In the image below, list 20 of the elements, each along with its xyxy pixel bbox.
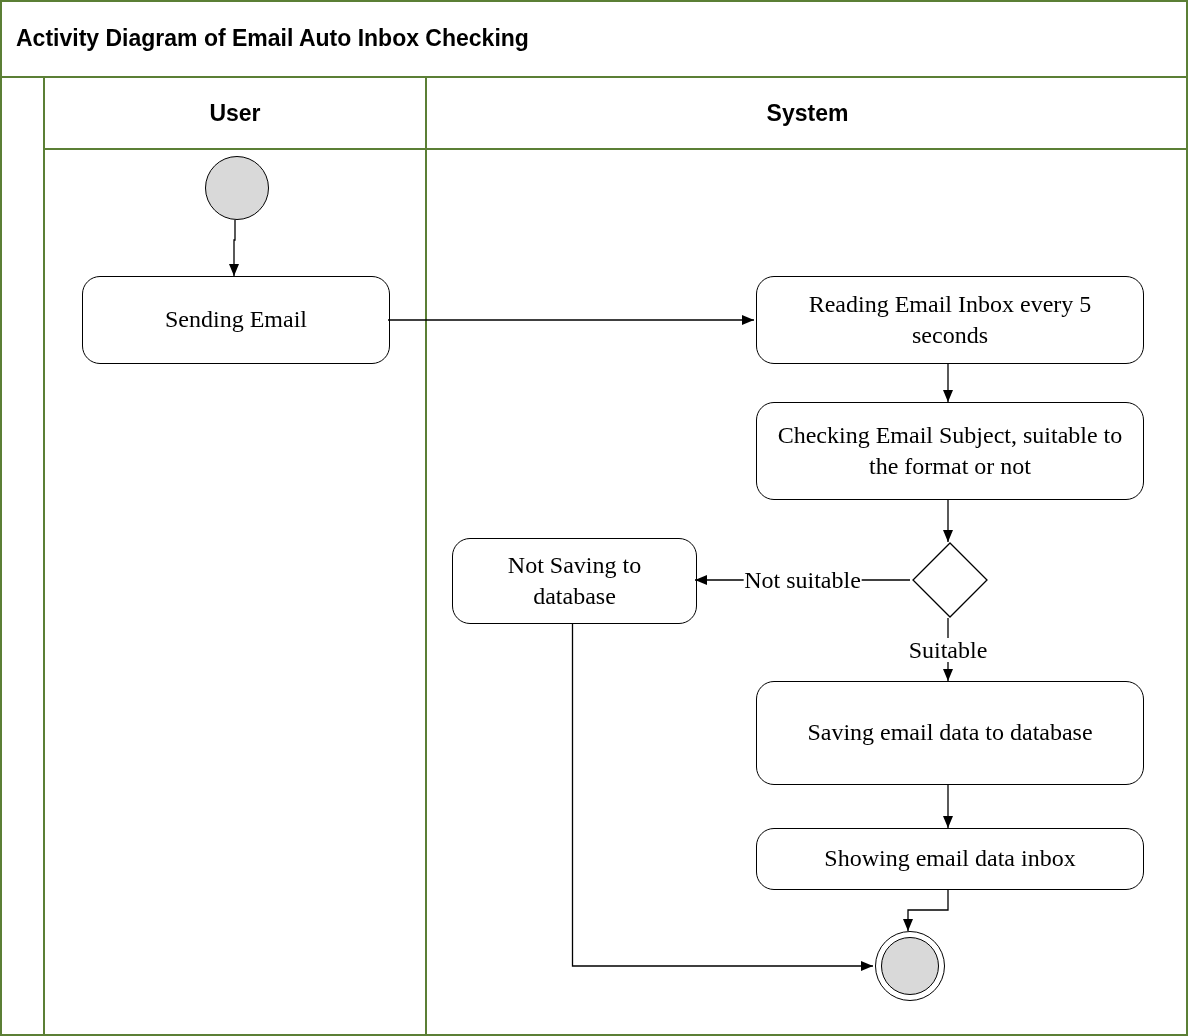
- swimlane: [425, 78, 1188, 1036]
- activity-box: Checking Email Subject, suitable to the format or not: [756, 402, 1144, 500]
- activity-box: Saving email data to database: [756, 681, 1144, 785]
- flow-arrow: [571, 623, 874, 971]
- flow-arrow: [229, 219, 239, 277]
- diagram-title: Activity Diagram of Email Auto Inbox Checking: [16, 23, 529, 53]
- activity-box: Not Saving to database: [452, 538, 697, 624]
- flow-arrow: [943, 363, 953, 403]
- flow-arrow: [387, 315, 755, 325]
- activity-box: Sending Email: [82, 276, 390, 364]
- activity-box: Reading Email Inbox every 5 seconds: [756, 276, 1144, 364]
- decision-diamond: [912, 542, 988, 618]
- flow-arrow: [943, 499, 953, 543]
- lane-header: User: [209, 98, 261, 128]
- flow-arrow: [903, 889, 949, 932]
- lane-header: System: [766, 98, 849, 128]
- swimlane: [43, 78, 425, 1036]
- edge-label: Suitable: [907, 637, 989, 662]
- activity-box: Showing email data inbox: [756, 828, 1144, 890]
- flow-arrow: [943, 784, 953, 829]
